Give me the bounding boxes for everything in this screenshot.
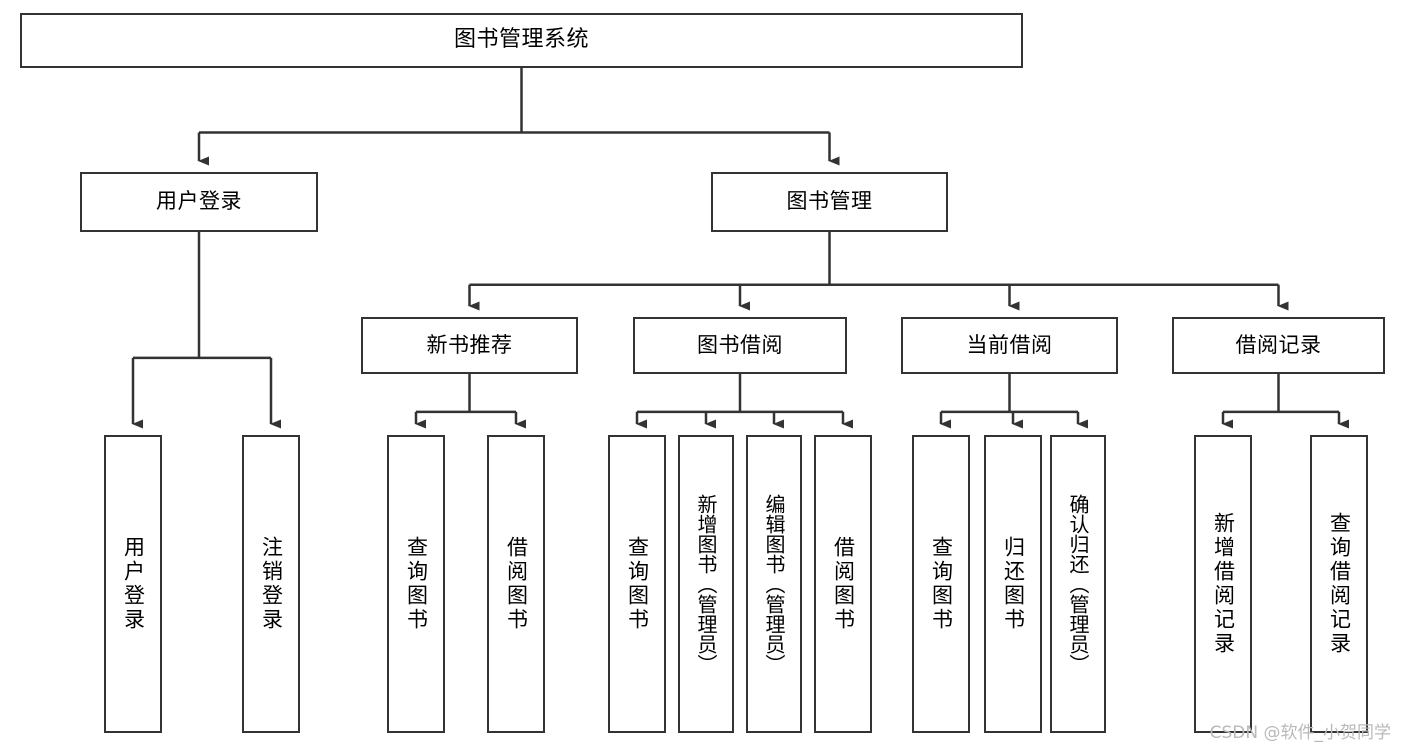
node-leaf-query-book-2[interactable]: 查询图书 [608,435,666,733]
node-leaf-confirm-return-admin[interactable]: 确认归还（管理员） [1050,435,1106,733]
node-leaf-logout[interactable]: 注销登录 [242,435,300,733]
node-label: 编辑图书（管理员） [762,494,786,674]
node-leaf-query-book-1[interactable]: 查询图书 [387,435,445,733]
node-label: 借阅图书 [831,536,856,632]
node-new-book-recommendation[interactable]: 新书推荐 [361,317,578,374]
node-label: 查询图书 [929,536,954,632]
node-book-management[interactable]: 图书管理 [711,172,948,232]
node-label: 图书管理 [786,189,873,214]
node-label: 归还图书 [1001,536,1026,632]
node-leaf-borrow-book-2[interactable]: 借阅图书 [814,435,872,733]
node-label: 确认归还（管理员） [1066,494,1090,674]
node-label: 新书推荐 [426,332,513,357]
node-label: 借阅记录 [1235,332,1322,357]
watermark: CSDN @软件_小贺同学 [1209,723,1391,743]
node-leaf-edit-book-admin[interactable]: 编辑图书（管理员） [746,435,802,733]
node-leaf-return-book[interactable]: 归还图书 [984,435,1042,733]
node-label: 查询借阅记录 [1327,512,1352,656]
node-label: 新增图书（管理员） [694,494,718,674]
node-root-book-management-system[interactable]: 图书管理系统 [20,13,1023,68]
node-label: 当前借阅 [966,332,1053,357]
node-leaf-query-book-3[interactable]: 查询图书 [912,435,970,733]
node-leaf-add-borrow-record[interactable]: 新增借阅记录 [1194,435,1252,733]
node-leaf-add-book-admin[interactable]: 新增图书（管理员） [678,435,734,733]
node-book-borrowing[interactable]: 图书借阅 [633,317,847,374]
node-label: 借阅图书 [504,536,529,632]
node-label: 新增借阅记录 [1211,512,1236,656]
node-label: 注销登录 [259,536,284,632]
node-label: 图书借阅 [697,332,783,357]
node-label: 查询图书 [404,536,429,632]
node-label: 图书管理系统 [453,27,589,53]
node-current-borrowing[interactable]: 当前借阅 [901,317,1118,374]
node-leaf-user-login[interactable]: 用户登录 [104,435,162,733]
node-label: 用户登录 [121,536,146,632]
node-leaf-borrow-book-1[interactable]: 借阅图书 [487,435,545,733]
node-label: 用户登录 [156,189,242,214]
node-label: 查询图书 [625,536,650,632]
node-borrowing-record[interactable]: 借阅记录 [1172,317,1385,374]
node-leaf-query-borrow-record[interactable]: 查询借阅记录 [1310,435,1368,733]
node-user-login[interactable]: 用户登录 [80,172,318,232]
